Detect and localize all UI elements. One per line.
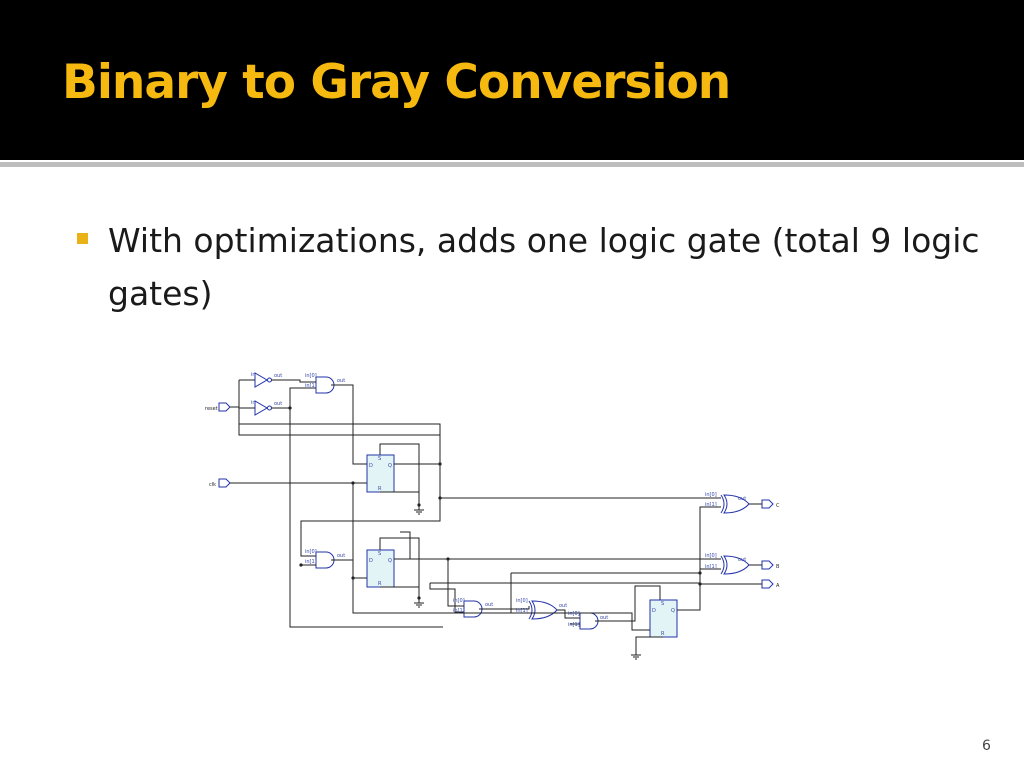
ground-symbol-3 [631, 650, 641, 660]
xor-gate-b-in0-label: in[0] [705, 553, 717, 559]
xor-gate-mid [528, 600, 558, 620]
and-gate-2-in1-label: in[1] [305, 559, 317, 565]
bullet-marker [77, 233, 88, 244]
flip-flop-1 [366, 454, 395, 493]
flip-flop-1-r-label: R [378, 486, 382, 492]
not-gate-1-out-label: out [274, 373, 282, 379]
slide-title: Binary to Gray Conversion [62, 55, 731, 110]
and-gate-1-in0-label: in[0] [305, 373, 317, 379]
flip-flop-3-d-label: D [652, 608, 656, 614]
and-gate-4-in0-label: in[0] [568, 611, 580, 617]
title-divider [0, 162, 1024, 167]
clk-label: clk [209, 482, 216, 488]
and-gate-2 [315, 551, 335, 569]
flip-flop-1-q-label: Q [388, 463, 392, 469]
flip-flop-3-q-label: Q [671, 608, 675, 614]
flip-flop-3-s-label: S [661, 601, 664, 607]
output-c-label: C [776, 503, 780, 509]
reset-input-port [218, 402, 231, 412]
xor-gate-b-in1-label: in[1] [705, 564, 717, 570]
and-gate-3-out-label: out [485, 602, 493, 608]
flip-flop-3 [649, 599, 678, 638]
flip-flop-2 [366, 549, 395, 588]
flip-flop-1-d-label: D [369, 463, 373, 469]
xor-gate-c-out-label: out [738, 496, 746, 502]
flip-flop-2-s-label: S [378, 551, 381, 557]
not-gate-2-out-label: out [274, 401, 282, 407]
and-gate-3-in1-label: in[1] [453, 608, 465, 614]
title-bar [0, 0, 1024, 160]
binary-to-gray-circuit-diagram: reset clk C B A in out in out in[0] in[1… [205, 372, 780, 660]
page-number: 6 [982, 738, 991, 754]
xor-gate-b [720, 555, 750, 575]
clk-input-port [218, 478, 231, 488]
ground-symbol-1 [414, 505, 424, 515]
output-port-c [761, 499, 774, 509]
circuit-wires [230, 379, 762, 650]
and-gate-3 [463, 600, 483, 618]
and-gate-2-out-label: out [337, 553, 345, 559]
and-gate-1-in1-label: in[1] [305, 383, 317, 389]
xor-gate-c-in1-label: in[1] [705, 502, 717, 508]
and-gate-2-in0-label: in[0] [305, 549, 317, 555]
xor-gate-mid-in1-label: in[1] [516, 608, 528, 614]
xor-gate-c [720, 494, 750, 514]
and-gate-3-in0-label: in[0] [453, 598, 465, 604]
flip-flop-3-r-label: R [661, 631, 665, 637]
output-port-a [761, 579, 774, 589]
reset-label: reset [205, 406, 218, 412]
not-gate-1 [254, 372, 272, 388]
flip-flop-2-q-label: Q [388, 558, 392, 564]
and-gate-1 [315, 376, 335, 394]
flip-flop-2-d-label: D [369, 558, 373, 564]
and-gate-4-out-label: out [600, 615, 608, 621]
junction-dots [288, 406, 702, 600]
bullet-text: With optimizations, adds one logic gate … [108, 221, 980, 313]
flip-flop-1-s-label: S [378, 456, 381, 462]
not-gate-2 [254, 400, 272, 416]
not-gate-1-in-label: in [251, 372, 256, 378]
xor-gate-mid-in0-label: in[0] [516, 598, 528, 604]
and-gate-1-out-label: out [337, 378, 345, 384]
xor-gate-c-in0-label: in[0] [705, 492, 717, 498]
output-a-label: A [776, 583, 780, 589]
not-gate-2-in-label: in [251, 400, 256, 406]
output-b-label: B [776, 564, 780, 570]
output-port-b [761, 560, 774, 570]
ground-symbol-2 [414, 598, 424, 608]
xor-gate-mid-out-label: out [559, 603, 567, 609]
xor-gate-b-out-label: out [738, 557, 746, 563]
flip-flop-2-r-label: R [378, 581, 382, 587]
and-gate-4-in1-label: in[1] [568, 622, 580, 628]
